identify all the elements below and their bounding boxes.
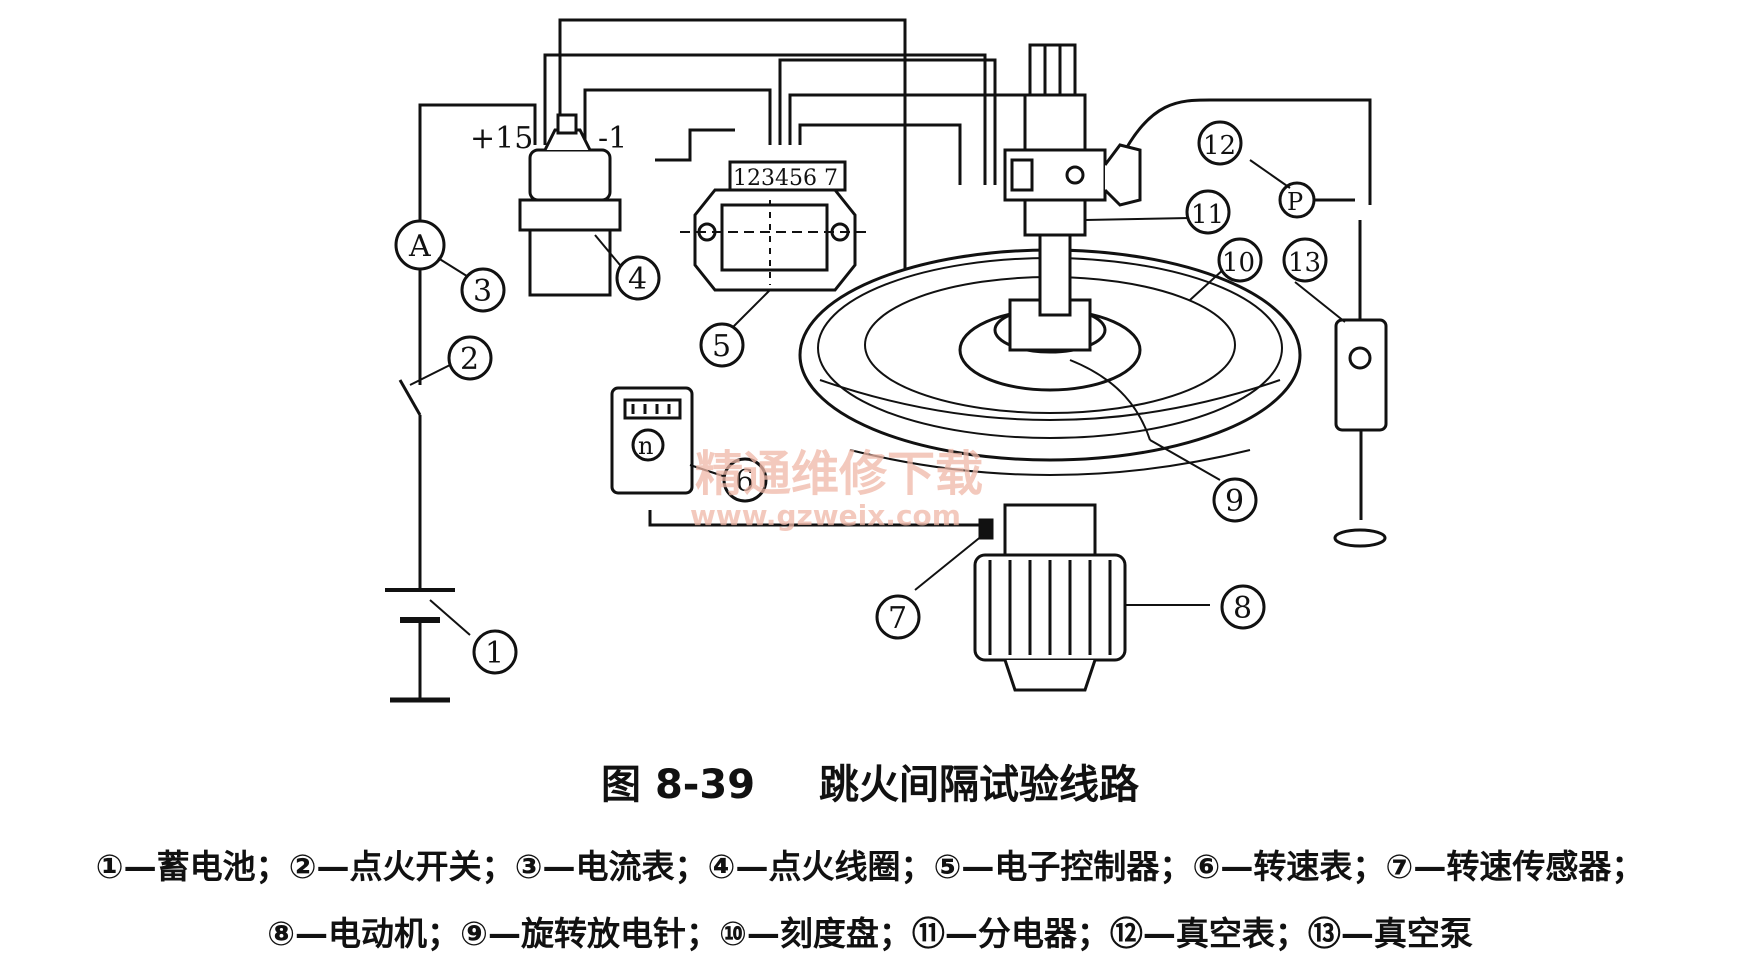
legend-item: ⑬—真空泵 — [1307, 914, 1473, 953]
ammeter: A — [394, 219, 446, 271]
callout-4: 4 — [615, 255, 661, 301]
legend-item: ⑫—真空表； — [1109, 914, 1308, 953]
wiring — [418, 18, 1372, 700]
svg-text:13: 13 — [1288, 248, 1321, 278]
watermark: 精通维修下载 www.gzweix.com — [690, 446, 983, 532]
legend-item: ⑩—刻度盘； — [718, 914, 912, 953]
callout-6: 6 — [722, 457, 768, 503]
svg-text:1: 1 — [485, 636, 504, 671]
coil-negative-terminal: -1 — [598, 121, 627, 156]
svg-text:12: 12 — [1203, 131, 1236, 161]
controller-pins: 123456 7 — [733, 166, 838, 191]
callout-8: 8 — [1220, 584, 1266, 630]
legend-item: ④—点火线圈； — [707, 847, 934, 886]
figure-number: 图 8-39 — [601, 762, 756, 808]
callout-11: 11 — [1185, 189, 1231, 235]
legend-item: ⑨—旋转放电针； — [460, 914, 719, 953]
svg-text:3: 3 — [473, 274, 492, 309]
electronic-controller: 123456 7 — [680, 160, 870, 292]
callout-10: 10 — [1217, 237, 1263, 283]
motor — [973, 503, 1127, 692]
legend-line-2: ⑧—电动机；⑨—旋转放电针；⑩—刻度盘；⑪—分电器；⑫—真空表；⑬—真空泵 — [0, 907, 1740, 955]
svg-text:5: 5 — [712, 329, 731, 364]
figure-title: 跳火间隔试验线路 — [818, 762, 1139, 808]
ammeter-symbol: A — [408, 229, 431, 264]
svg-text:11: 11 — [1191, 200, 1224, 230]
svg-text:4: 4 — [628, 262, 647, 297]
callout-12: 12 — [1197, 120, 1243, 166]
ignition-coil: +15 -1 — [470, 113, 627, 297]
ignition-switch — [398, 379, 422, 416]
svg-text:10: 10 — [1222, 248, 1255, 278]
figure-caption: 图 8-39 跳火间隔试验线路 — [0, 752, 1740, 810]
ignition-test-circuit-diagram: A +15 -1 123456 7 n — [385, 18, 1388, 703]
legend-item: ⑧—电动机； — [267, 914, 461, 953]
callout-1: 1 — [472, 629, 518, 675]
legend-item: ③—电流表； — [514, 847, 708, 886]
legend-item: ⑪—分电器； — [911, 914, 1110, 953]
svg-text:8: 8 — [1233, 591, 1252, 626]
svg-text:6: 6 — [735, 464, 754, 499]
coil-positive-terminal: +15 — [470, 121, 533, 156]
callout-9: 9 — [1212, 477, 1258, 523]
callouts: 1 2 3 4 5 6 7 8 9 10 11 12 13 — [447, 120, 1328, 675]
legend-item: ①—蓄电池； — [95, 847, 289, 886]
tachometer-symbol: n — [638, 432, 653, 460]
svg-text:9: 9 — [1225, 484, 1244, 519]
legend-item: ⑥—转速表； — [1192, 847, 1386, 886]
legend-item: ⑦—转速传感器； — [1385, 847, 1645, 886]
vacuum-gauge: P — [1278, 181, 1340, 219]
watermark-text: 精通维修下载 — [695, 446, 983, 502]
callout-7: 7 — [875, 594, 921, 640]
legend-line-1: ①—蓄电池；②—点火开关；③—电流表；④—点火线圈；⑤—电子控制器；⑥—转速表；… — [0, 840, 1740, 888]
speed-sensor — [978, 518, 994, 540]
callout-3: 3 — [460, 267, 506, 313]
callout-2: 2 — [447, 335, 493, 381]
distributor — [1003, 43, 1142, 317]
tachometer: n — [610, 386, 694, 495]
legend-item: ②—点火开关； — [288, 847, 515, 886]
svg-text:7: 7 — [888, 601, 907, 636]
svg-text:2: 2 — [460, 342, 479, 377]
callout-5: 5 — [699, 322, 745, 368]
vacuum-gauge-symbol: P — [1287, 188, 1303, 216]
legend-item: ⑤—电子控制器； — [933, 847, 1193, 886]
callout-13: 13 — [1282, 237, 1328, 283]
vacuum-pump — [1333, 318, 1388, 548]
watermark-url: www.gzweix.com — [690, 499, 961, 532]
battery — [385, 588, 455, 703]
